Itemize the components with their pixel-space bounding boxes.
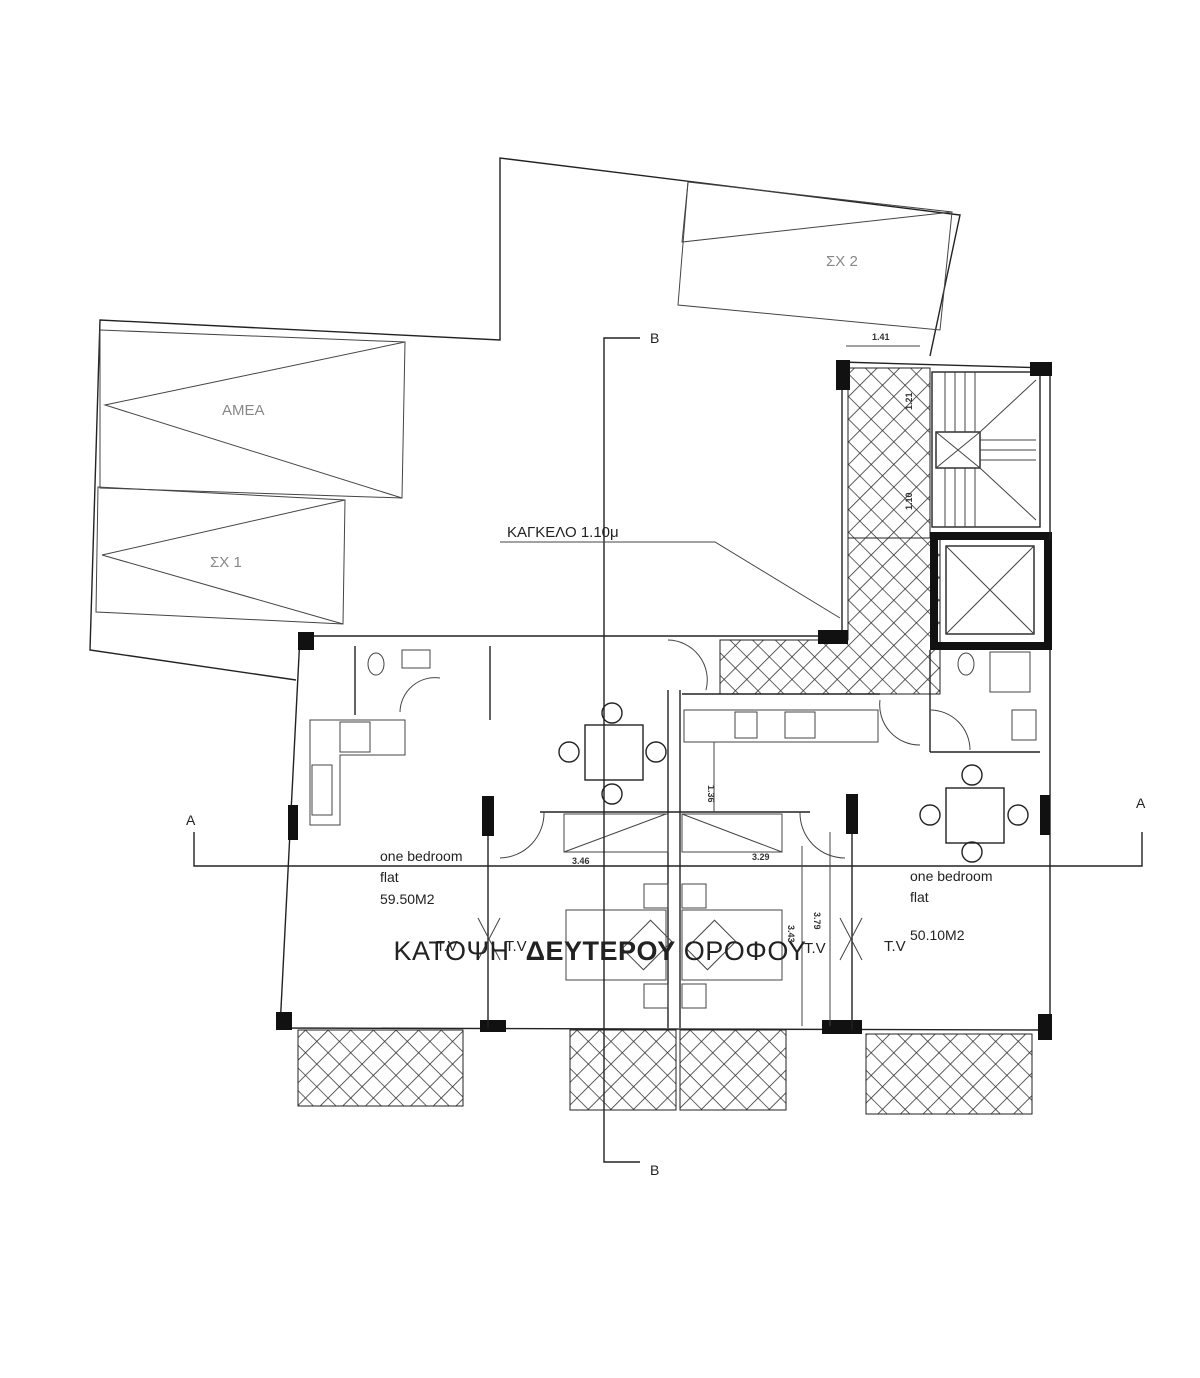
staircase [931,371,1041,528]
parking-label-sx1: ΣΧ 1 [210,554,242,571]
svg-text:T.V: T.V [436,938,458,955]
tv-labels: T.V T.V T.V T.V [436,938,906,957]
section-a-left-label: A [186,812,196,828]
svg-text:3.43: 3.43 [786,925,796,943]
svg-text:one bedroom: one bedroom [910,868,993,884]
balcony-3 [679,1029,787,1111]
parking-sx2: ΣΧ 2 [677,181,953,331]
svg-text:3.79: 3.79 [812,912,822,930]
svg-text:1.36: 1.36 [706,785,716,803]
svg-text:one bedroom: one bedroom [380,848,463,864]
title-bold: ΔΕΥΤΕΡΟΥ [525,936,676,966]
kitchen-right [683,709,879,743]
dining-table-right [919,764,1029,863]
stair-landing [847,367,931,539]
dining-table-left [558,702,667,805]
section-b: B B [603,330,659,1178]
title-suffix: ΟΡΟΦΟΥ [683,936,807,966]
balcony-4 [865,1033,1033,1115]
building-walls [276,360,1052,1040]
balcony-1 [297,1029,464,1107]
bathroom-fixtures [367,649,1037,741]
railing-note-text: ΚΑΓΚΕΛΟ 1.10μ [507,524,619,541]
svg-text:T.V: T.V [804,940,826,957]
elevator [930,532,1052,650]
section-a: A A [186,795,1146,867]
railing-note: ΚΑΓΚΕΛΟ 1.10μ [500,524,841,619]
svg-text:3.46: 3.46 [572,856,590,866]
title-prefix: ΚΑΤΟΨΗ [393,936,510,966]
section-a-right-label: A [1136,795,1146,811]
interior-walls [354,639,1040,1030]
corridor [719,537,941,695]
parking-amea: ΑΜΕΑ [99,329,406,499]
flat-label-right: one bedroom flat 50.10M2 [910,868,993,943]
section-b-top-label: B [650,330,659,346]
svg-text:50.10M2: 50.10M2 [910,927,965,943]
parking-label-sx2: ΣΧ 2 [826,253,858,270]
svg-text:3.29: 3.29 [752,852,770,862]
svg-text:T.V: T.V [505,938,527,955]
svg-text:59.50M2: 59.50M2 [380,891,435,907]
balcony-2 [569,1029,677,1111]
svg-text:1.10: 1.10 [904,492,914,510]
svg-text:1.41: 1.41 [872,332,890,342]
dimensions: 1.41 1.21 1.10 1.36 3.46 3.29 3.43 3.79 [572,332,920,1026]
section-b-bottom-label: B [650,1162,659,1178]
svg-text:flat: flat [380,869,399,885]
parking-sx1: ΣΧ 1 [95,486,346,625]
bed-left [565,883,673,1009]
svg-text:flat: flat [910,889,929,905]
site-boundary [89,157,961,681]
flat-label-left: one bedroom flat 59.50M2 [380,848,463,907]
tv-crosses [477,917,863,961]
parking-label-amea: ΑΜΕΑ [222,402,265,419]
bed-right [681,883,783,1009]
drawing-title: ΚΑΤΟΨΗ ΔΕΥΤΕΡΟΥ ΟΡΟΦΟΥ [0,936,1200,967]
svg-text:1.21: 1.21 [904,392,914,410]
svg-text:T.V: T.V [884,938,906,955]
kitchen-left [309,719,406,826]
